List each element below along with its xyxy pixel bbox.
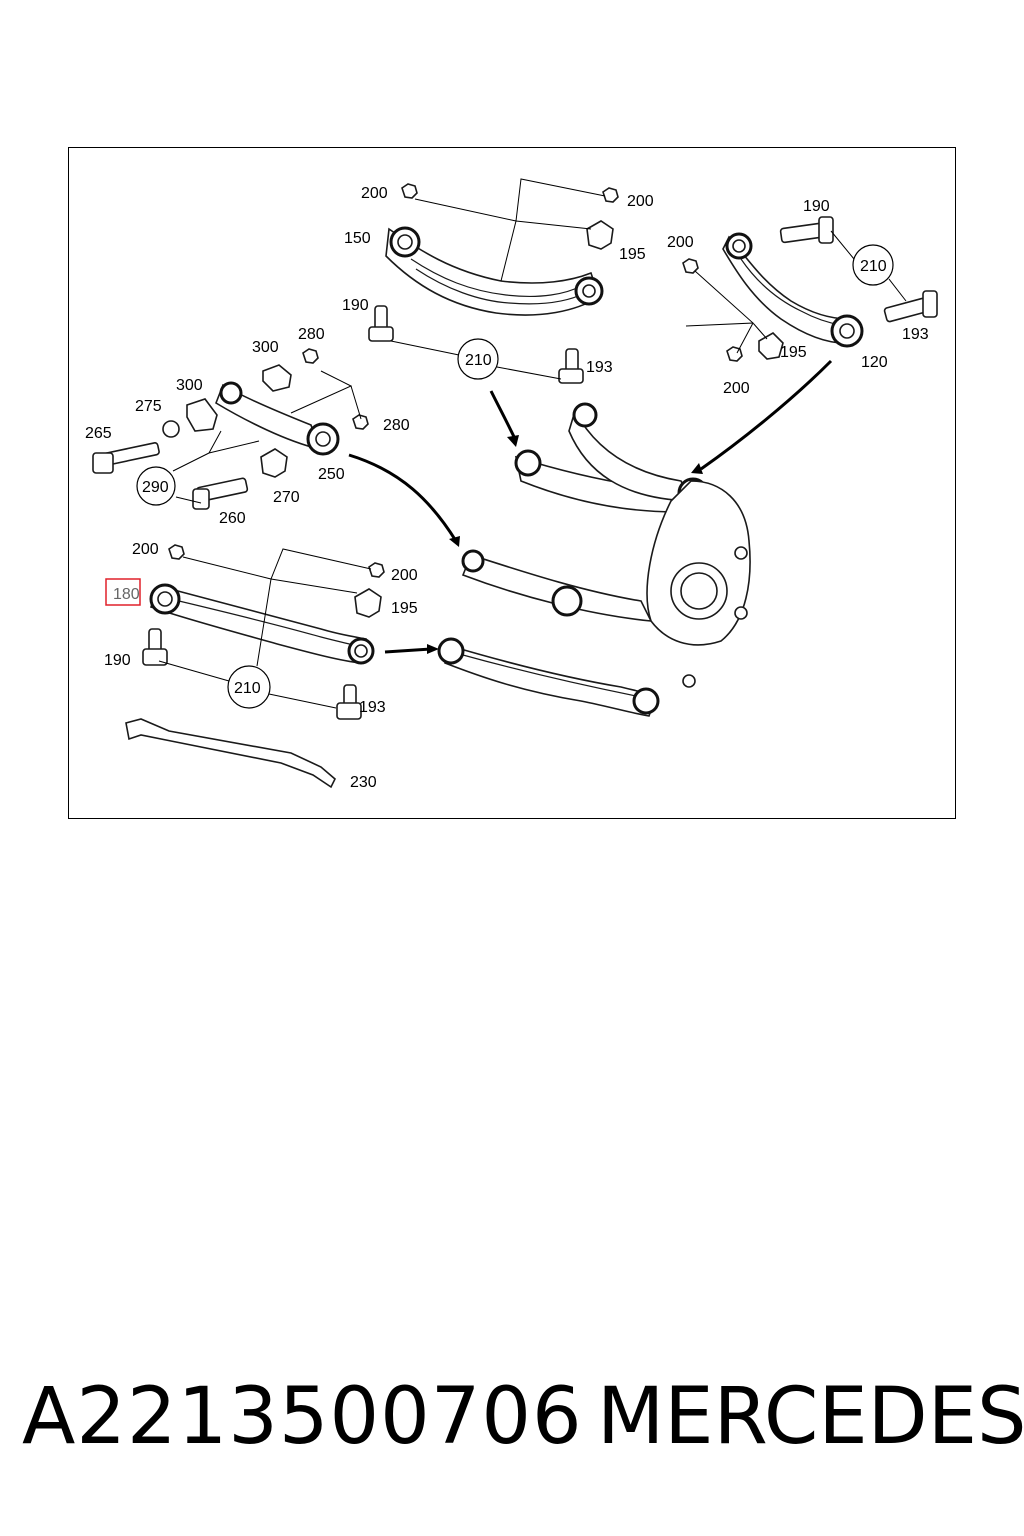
- callout-210: [457, 338, 499, 380]
- label-200: 200: [723, 380, 750, 397]
- bolt-260: [192, 477, 249, 510]
- label-190: 190: [342, 297, 369, 314]
- diagram-frame: 200 200 150 195 190 200 210 193 195 120 …: [68, 147, 956, 819]
- highlight-box-180: [105, 578, 141, 606]
- control-arm-120: [722, 232, 864, 348]
- cover-230: [125, 718, 336, 789]
- bolt-265: [92, 442, 160, 474]
- control-arm-150: [385, 226, 604, 316]
- label-210: 210: [465, 352, 492, 369]
- label-270: 270: [273, 489, 300, 506]
- label-260: 260: [219, 510, 246, 527]
- label-180: 180: [113, 586, 140, 603]
- part-number: A2213500706: [22, 1372, 583, 1462]
- label-200: 200: [667, 234, 694, 251]
- label-195: 195: [780, 344, 807, 361]
- label-210: 210: [860, 258, 887, 275]
- callout-290: [136, 466, 176, 506]
- label-230: 230: [350, 774, 377, 791]
- label-265: 265: [85, 425, 112, 442]
- brand-name: MERCEDES: [597, 1372, 1024, 1462]
- label-280: 280: [298, 326, 325, 343]
- label-275: 275: [135, 398, 162, 415]
- label-210: 210: [234, 680, 261, 697]
- label-200: 200: [361, 185, 388, 202]
- label-300: 300: [176, 377, 203, 394]
- label-290: 290: [142, 479, 169, 496]
- nuts-top: [401, 183, 619, 250]
- label-300: 300: [252, 339, 279, 356]
- label-200: 200: [627, 193, 654, 210]
- label-190: 190: [104, 652, 131, 669]
- label-150: 150: [344, 230, 371, 247]
- bolt-190: [779, 216, 834, 244]
- wheel-carrier-assembly: [437, 402, 751, 717]
- callout-210: [852, 244, 894, 286]
- callout-210: [227, 665, 271, 709]
- bolt-193-mid: [558, 348, 584, 384]
- label-195: 195: [391, 600, 418, 617]
- label-193: 193: [359, 699, 386, 716]
- label-193: 193: [902, 326, 929, 343]
- arrowheads: [427, 435, 703, 654]
- bolt-190-low: [142, 628, 168, 666]
- label-190: 190: [803, 198, 830, 215]
- label-193: 193: [586, 359, 613, 376]
- label-120: 120: [861, 354, 888, 371]
- bolt-193-low: [336, 684, 362, 720]
- control-arm-180: [149, 583, 375, 665]
- label-280: 280: [383, 417, 410, 434]
- bolt-193: [883, 290, 938, 323]
- label-195: 195: [619, 246, 646, 263]
- label-250: 250: [318, 466, 345, 483]
- label-200: 200: [132, 541, 159, 558]
- control-arm-250: [215, 381, 340, 456]
- bolt-190-mid: [368, 305, 394, 342]
- suspension-diagram: 200 200 150 195 190 200 210 193 195 120 …: [85, 178, 938, 791]
- label-200: 200: [391, 567, 418, 584]
